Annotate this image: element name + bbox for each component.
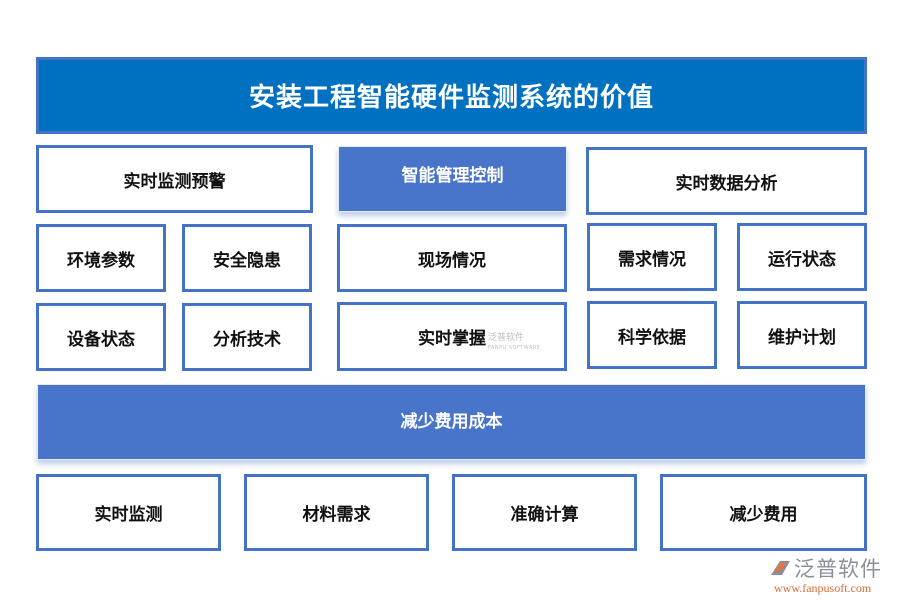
header-smart-management-control: 智能管理控制 — [338, 146, 567, 212]
bottom-item-realtime-monitoring: 实时监测 — [36, 474, 221, 551]
item-realtime-grasp: 实时掌握 — [337, 302, 567, 371]
item-analysis-technology: 分析技术 — [182, 303, 312, 371]
item-scientific-basis: 科学依据 — [587, 301, 717, 369]
watermark-subtext: FANPU SOFTWARE — [488, 345, 541, 351]
item-site-situation: 现场情况 — [337, 224, 567, 292]
item-safety-hazards: 安全隐患 — [182, 224, 312, 292]
watermark-text: 泛普软件 — [488, 333, 525, 343]
bottom-item-accurate-calculation: 准确计算 — [452, 474, 637, 551]
item-equipment-status: 设备状态 — [36, 303, 166, 371]
header-realtime-monitoring-warning: 实时监测预警 — [36, 145, 313, 213]
header-realtime-data-analysis: 实时数据分析 — [586, 147, 867, 215]
watermark: 泛普软件 FANPU SOFTWARE — [488, 333, 541, 353]
bottom-item-material-demand: 材料需求 — [244, 474, 429, 551]
logo-url: www.fanpusoft.com — [774, 581, 872, 595]
item-operating-status: 运行状态 — [737, 223, 867, 291]
bottom-item-reduce-expenses: 减少费用 — [660, 474, 867, 551]
fanpu-logo: 泛普软件 www.fanpusoft.com — [768, 553, 882, 596]
logo-brand-text: 泛普软件 — [794, 557, 882, 581]
fanpu-logo-icon — [771, 561, 790, 575]
diagram-title: 安装工程智能硬件监测系统的价值 — [36, 57, 867, 134]
item-demand-situation: 需求情况 — [587, 223, 717, 291]
item-environment-parameters: 环境参数 — [36, 224, 166, 292]
item-maintenance-plan: 维护计划 — [737, 301, 867, 369]
summary-banner-reduce-costs: 减少费用成本 — [37, 384, 866, 460]
